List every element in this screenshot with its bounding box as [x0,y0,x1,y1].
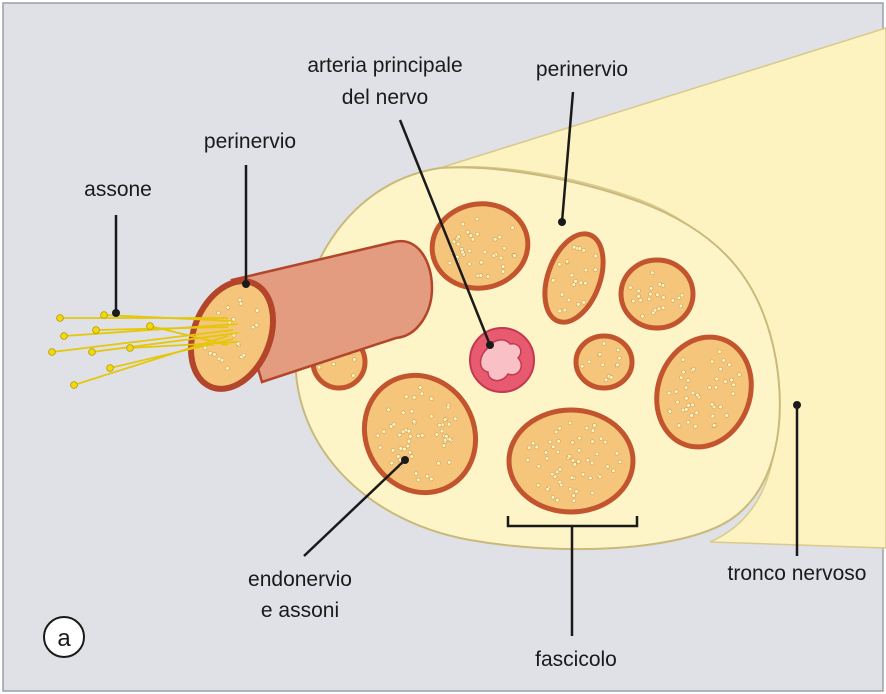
fascicle [576,336,632,388]
label-perineurium-left: perinervio [204,130,296,153]
label-endoneurium-line1: endonervio [248,568,352,591]
label-axon: assone [84,178,152,201]
label-endoneurium-line2: e assoni [261,599,339,622]
fascicle [621,260,693,328]
label-perineurium-right: perinervio [536,58,628,81]
panel-badge: a [44,617,84,657]
main-nerve-artery [470,328,534,392]
panel-letter: a [57,625,71,652]
label-fascicle: fascicolo [535,648,617,671]
label-artery-line1: arteria principale [307,54,462,77]
label-trunk: tronco nervoso [728,562,867,585]
label-artery-line2: del nervo [342,86,428,109]
fascicle [509,410,633,512]
